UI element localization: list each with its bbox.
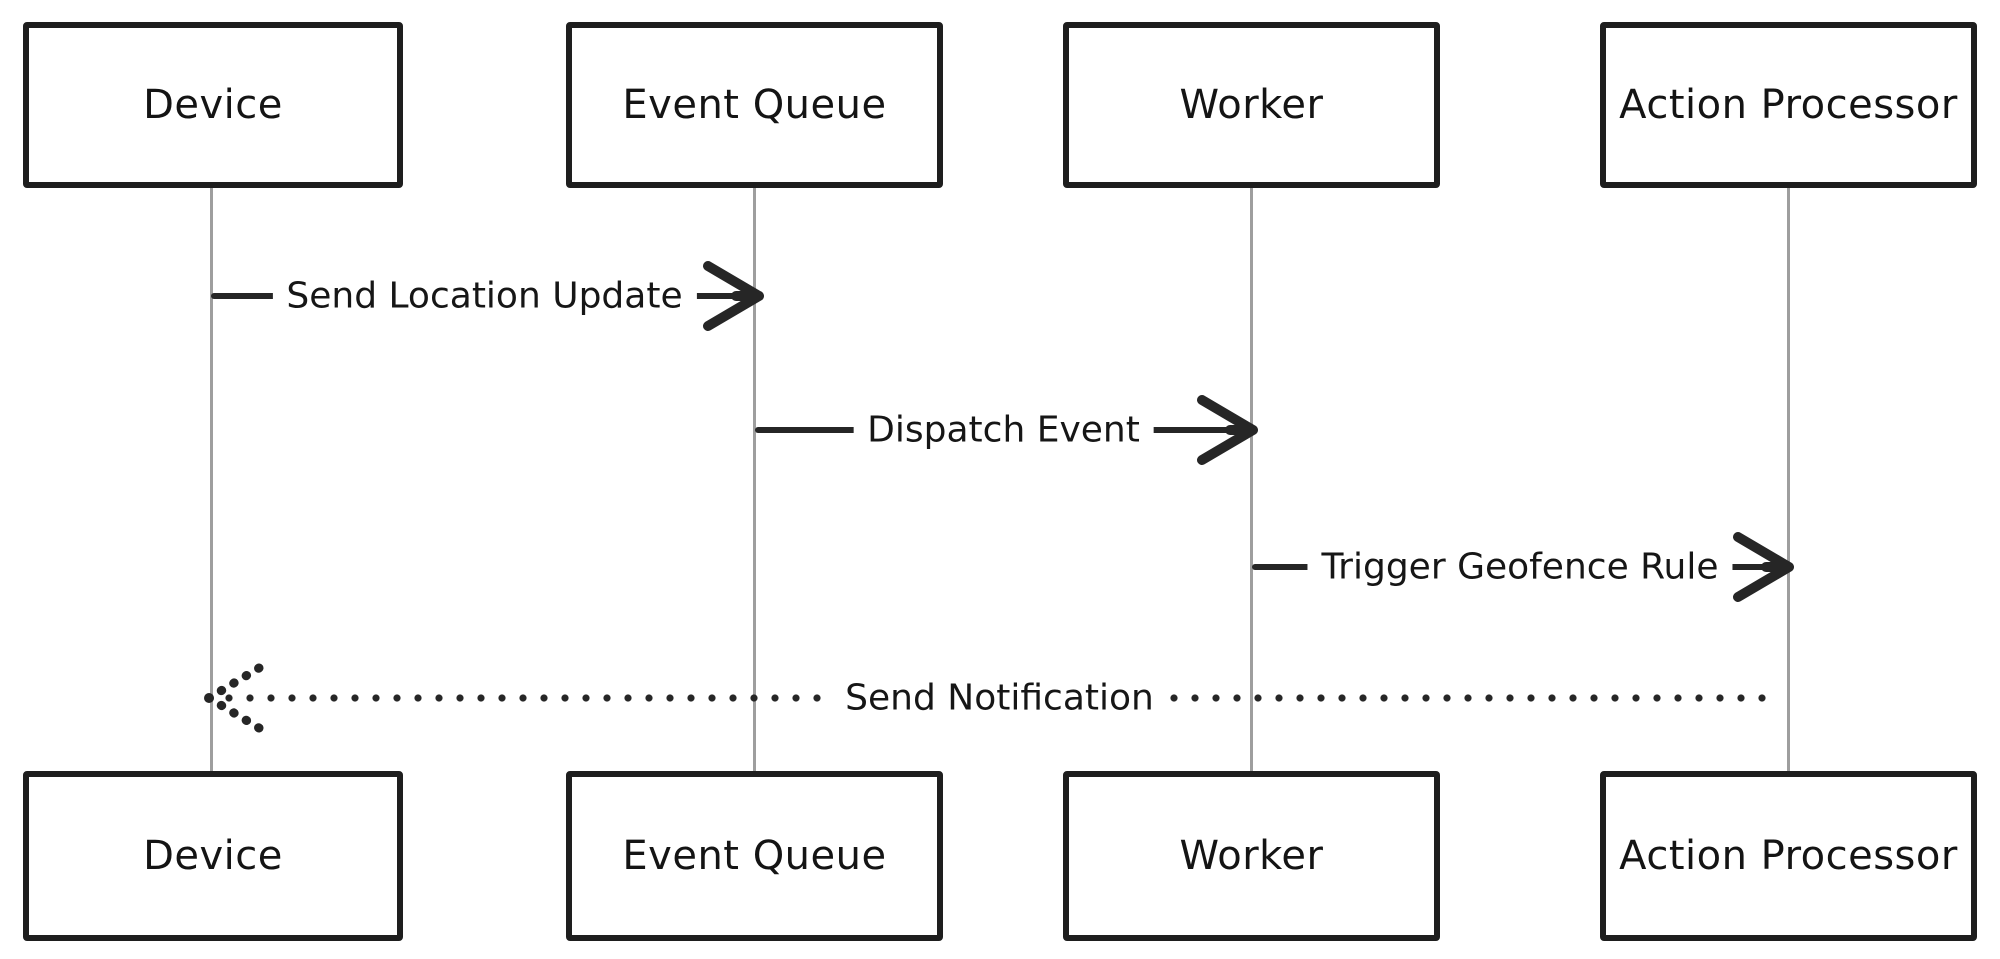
arrowhead-right-icon <box>1197 395 1258 465</box>
actor-box-bottom-device: Device <box>23 771 403 941</box>
lifeline-device <box>210 186 213 774</box>
actor-box-bottom-event-queue: Event Queue <box>566 771 943 941</box>
actor-label: Device <box>143 82 283 128</box>
actor-label: Device <box>143 833 283 879</box>
message-label: Trigger Geofence Rule <box>1307 546 1733 588</box>
actor-box-top-action-processor: Action Processor <box>1600 22 1977 188</box>
lifeline-action-processor <box>1787 186 1790 774</box>
actor-box-bottom-worker: Worker <box>1063 771 1440 941</box>
arrowhead-right-icon <box>703 261 764 331</box>
message-label: Send Notification <box>831 677 1168 719</box>
arrowhead-left-icon <box>204 663 264 733</box>
actor-label: Worker <box>1179 833 1324 879</box>
actor-box-bottom-action-processor: Action Processor <box>1600 771 1977 941</box>
actor-label: Worker <box>1179 82 1324 128</box>
actor-label: Action Processor <box>1619 82 1958 128</box>
actor-label: Event Queue <box>622 833 887 879</box>
lifeline-worker <box>1250 186 1253 774</box>
actor-box-top-event-queue: Event Queue <box>566 22 943 188</box>
actor-label: Action Processor <box>1619 833 1958 879</box>
arrowhead-right-icon <box>1733 532 1794 602</box>
actor-label: Event Queue <box>622 82 887 128</box>
message-label: Dispatch Event <box>853 409 1154 451</box>
lifeline-event-queue <box>753 186 756 774</box>
actor-box-top-device: Device <box>23 22 403 188</box>
actor-box-top-worker: Worker <box>1063 22 1440 188</box>
message-label: Send Location Update <box>272 275 697 317</box>
